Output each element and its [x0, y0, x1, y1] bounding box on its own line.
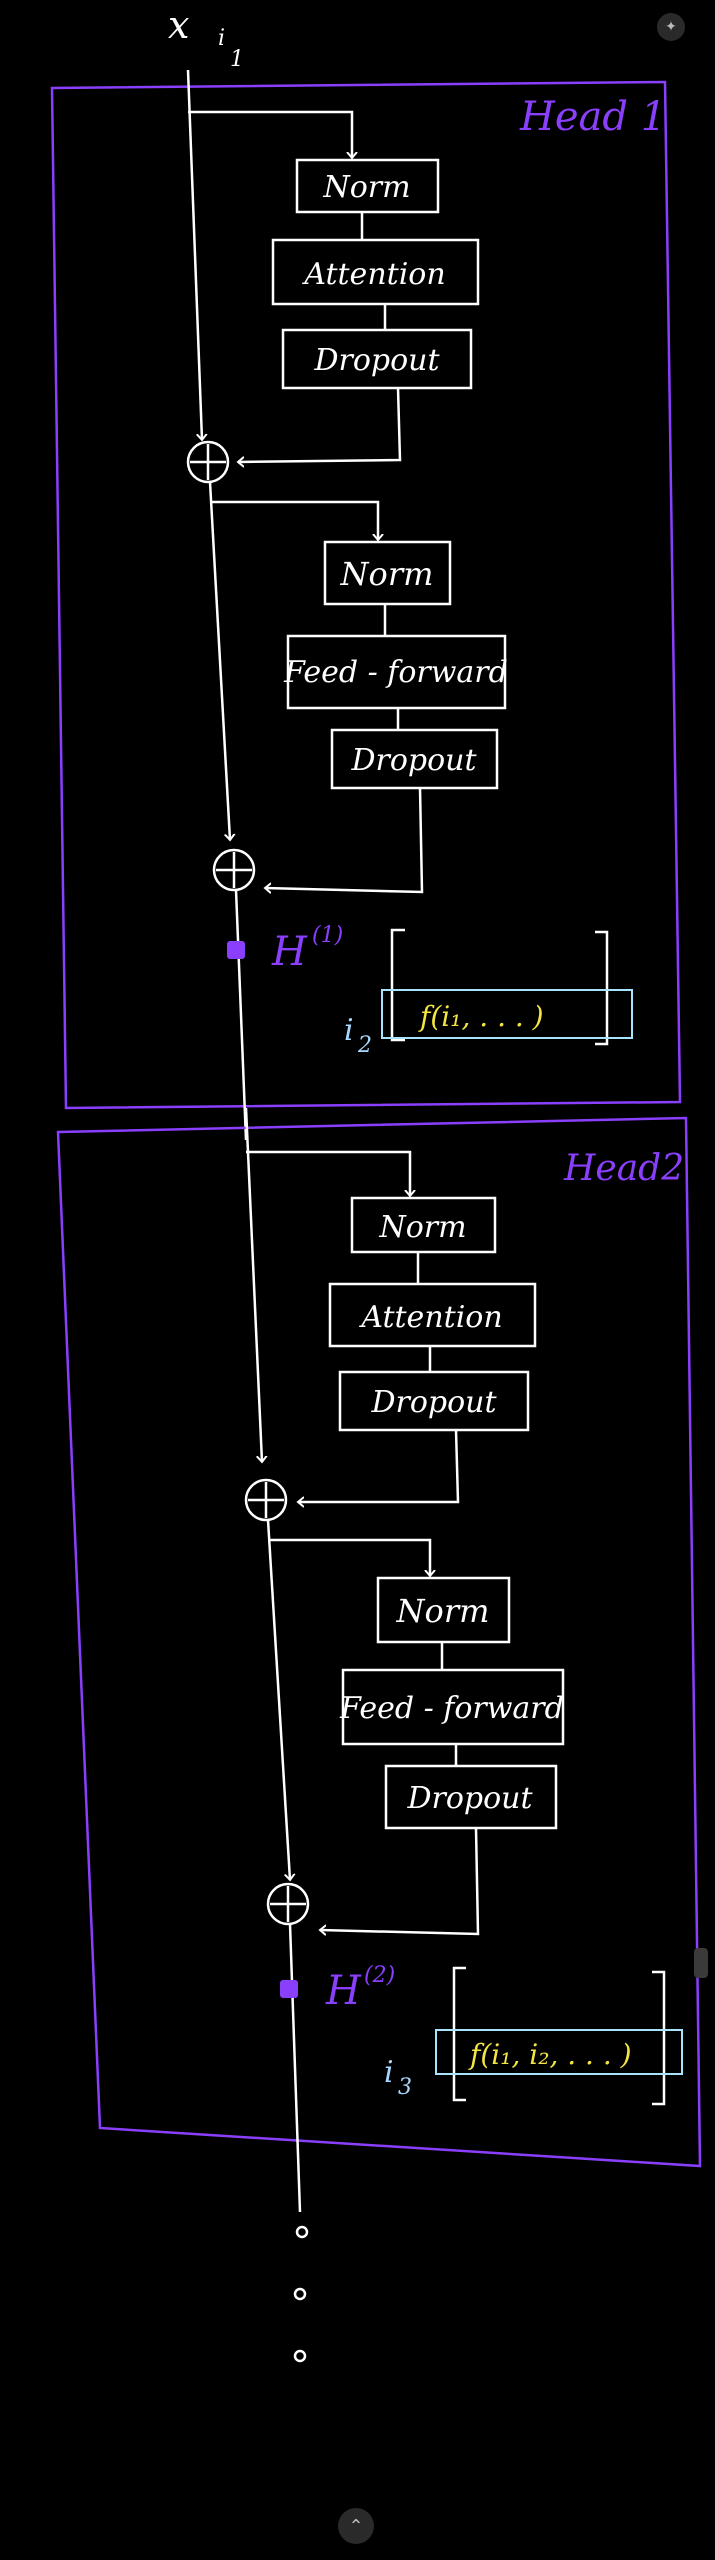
head-1-group: Head 1 Norm Attention Dropout Norm Feed … [50, 69, 682, 1141]
head-2-attention-label: Attention [358, 1300, 502, 1335]
head-2-dropout-2-box [384, 1764, 558, 1830]
head-1-norm-1-label: Norm [322, 170, 410, 205]
head-1-add-node-2 [212, 848, 256, 892]
continuation-dot-2 [293, 2287, 307, 2301]
head-1-branch-1 [188, 110, 352, 158]
head-2-func-text: f(i₁, i₂, . . . ) [468, 2038, 632, 2071]
head-1-attention-label: Attention [301, 257, 445, 292]
head-1-func-box [381, 989, 633, 1039]
head-1-ffn-label: Feed - forward [283, 655, 508, 690]
head-2-hidden-sup: (2) [364, 1963, 395, 1988]
chevron-up-icon[interactable]: ⌃ [338, 2508, 374, 2544]
head-1-norm-2-box [323, 540, 452, 606]
head-2-group: Head2 Norm Attention Dropout Norm Feed -… [56, 1107, 702, 2213]
head-2-ffn-label: Feed - forward [339, 1691, 564, 1726]
head-2-ffn-box [341, 1668, 565, 1746]
continuation-dot-3 [293, 2349, 307, 2363]
head-1-ffn-box [286, 634, 507, 710]
head-1-hidden-label: H [271, 929, 308, 975]
head-2-hidden-label: H [325, 1968, 362, 2014]
head-2-frame [56, 1116, 702, 2168]
head-2-next-index-sub: 3 [398, 2075, 412, 2100]
continuation-dot-1 [295, 2225, 309, 2239]
head-2-norm-2-box [376, 1576, 511, 1644]
head-1-hidden-node [227, 941, 245, 959]
head-1-next-index-sub: 2 [357, 1033, 372, 1058]
head-2-dropout-1-label: Dropout [370, 1385, 497, 1420]
head-1-title: Head 1 [519, 94, 666, 140]
head-1-dropout-2-box [330, 728, 499, 790]
head-2-attention-box [328, 1282, 537, 1348]
head-1-dropout-1-label: Dropout [313, 343, 440, 378]
head-1-frame [50, 80, 682, 1110]
head-1-norm-1-box [295, 158, 440, 214]
head-2-func-box [435, 2029, 683, 2075]
head-2-title: Head2 [563, 1148, 684, 1189]
head-1-dropout-2-label: Dropout [350, 743, 477, 778]
head-1-attention-box [271, 238, 480, 306]
head-1-func-text: f(i₁, . . . ) [418, 1000, 544, 1033]
side-resize-handle[interactable] [694, 1948, 708, 1978]
head-1-next-index: i [344, 1013, 354, 1048]
input-subscript-i: i [218, 26, 225, 51]
head-2-hidden-node [280, 1980, 298, 1998]
head-1-add-node-1 [186, 440, 230, 484]
input-subscript-index: 1 [230, 47, 244, 72]
head-2-dropout-1-box [338, 1370, 530, 1432]
head-2-add-node-2 [266, 1882, 310, 1926]
head-2-add-node-1 [244, 1478, 288, 1522]
head-2-dropout-2-label: Dropout [406, 1781, 533, 1816]
pin-icon[interactable]: ✦ [657, 13, 685, 41]
head-1-dropout-1-box [281, 328, 473, 390]
head-2-norm-2-label: Norm [396, 1592, 490, 1630]
head-1-norm-2-label: Norm [340, 555, 434, 593]
head-2-next-index: i [384, 2055, 394, 2090]
input-x-label: x [168, 3, 189, 47]
head-1-residual-line-1 [186, 69, 202, 440]
head-2-norm-1-box [350, 1196, 497, 1254]
head-2-norm-1-label: Norm [378, 1210, 466, 1245]
head-1-hidden-sup: (1) [312, 923, 343, 948]
